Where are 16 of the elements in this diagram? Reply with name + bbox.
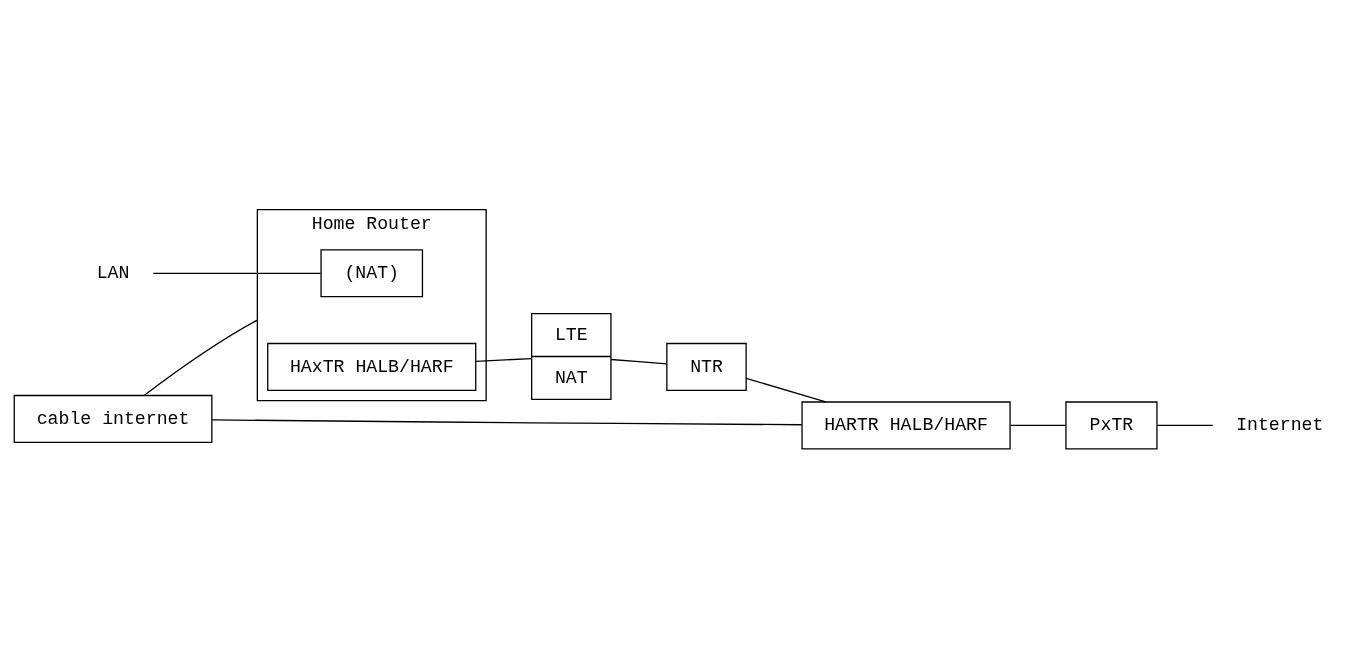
node-box: (NAT) [320,249,424,298]
connector [1009,424,1067,427]
connector [1156,424,1214,427]
node-text: Internet [1236,415,1324,436]
connector [211,419,803,426]
connector [143,319,258,396]
connector [610,358,668,365]
node-box: HARTR HALB/HARF [801,401,1011,450]
node-box: PxTR [1065,401,1158,450]
node-box: HAxTR HALB/HARF [267,342,477,391]
node-box: NTR [666,342,747,391]
connector [152,272,322,274]
connector [745,377,827,403]
node-text: LAN [96,263,130,284]
connector [475,357,533,363]
node-box: cable internet [13,394,213,443]
